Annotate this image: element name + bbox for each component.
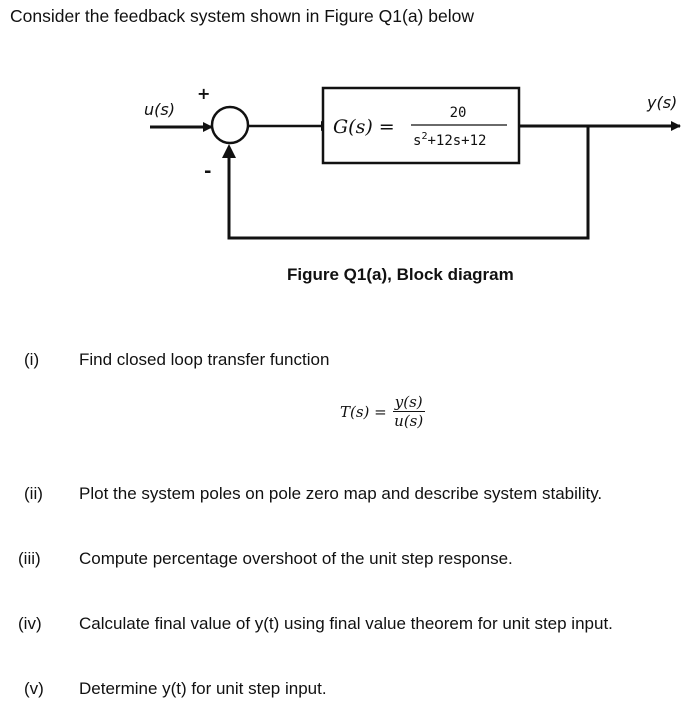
question-text: Find closed loop transfer function: [79, 350, 330, 369]
question-number: (iv): [18, 614, 42, 633]
question-text: Determine y(t) for unit step input.: [79, 679, 327, 698]
block-numerator: 20: [450, 105, 467, 121]
block-denominator: s2+12s+12: [413, 131, 486, 149]
intro-text: Consider the feedback system shown in Fi…: [10, 6, 474, 26]
feedback-arrowhead: [222, 144, 236, 158]
output-label: y(s): [646, 93, 677, 112]
input-label: u(s): [144, 100, 175, 119]
block-lhs: G(s) =: [333, 116, 395, 138]
question-number: (ii): [24, 484, 43, 503]
equation-denominator: u(s): [394, 412, 424, 430]
question-text: Calculate final value of y(t) using fina…: [79, 614, 613, 633]
minus-sign: -: [204, 161, 211, 182]
equation-fraction: y(s) u(s): [392, 393, 425, 430]
block-diagram: u(s) y(s) + - G(s) = 20 s2+12s+12: [144, 84, 681, 240]
figure-caption: Figure Q1(a), Block diagram: [287, 265, 514, 284]
feedback-path: [227, 126, 590, 240]
equation-numerator: y(s): [392, 393, 425, 412]
closed-loop-equation: T(s) = y(s) u(s): [340, 393, 425, 430]
question-number: (iii): [18, 549, 41, 568]
plus-sign: +: [197, 84, 210, 103]
question-text: Compute percentage overshoot of the unit…: [79, 549, 513, 568]
summing-junction: [210, 105, 250, 145]
question-number: (v): [24, 679, 44, 698]
question-number: (i): [24, 350, 40, 369]
equation-lhs: T(s) =: [340, 402, 387, 421]
question-text: Plot the system poles on pole zero map a…: [79, 484, 603, 503]
